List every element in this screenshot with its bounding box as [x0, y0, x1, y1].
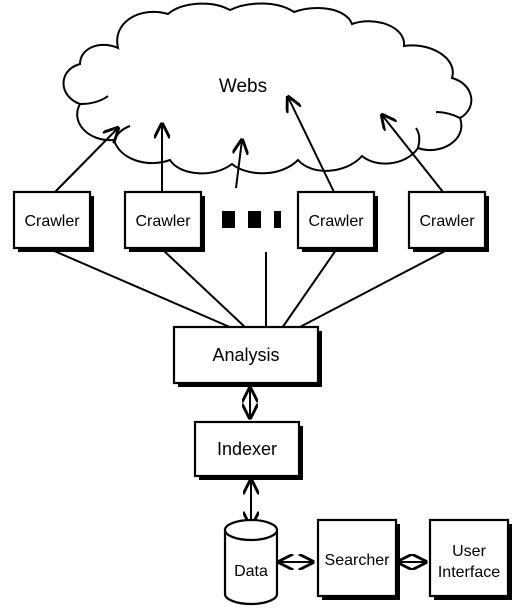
- crawler-label: Crawler: [24, 213, 80, 230]
- crawler-label: Crawler: [419, 213, 475, 230]
- ellipsis-blocks: [222, 211, 281, 228]
- web-cloud-outline: [62, 2, 473, 175]
- ellipsis-arrow: [236, 140, 242, 189]
- web-cloud: Webs: [62, 2, 473, 175]
- crawler-box: Crawler: [296, 190, 378, 252]
- searcher-label: Searcher: [325, 552, 391, 569]
- crawler-3-arrow: [288, 97, 335, 193]
- crawler-to-analysis-lines: [51, 249, 448, 329]
- crawler-4-arrow: [382, 115, 444, 193]
- data-label: Data: [234, 563, 268, 580]
- searcher-box: Searcher: [316, 518, 400, 600]
- crawler-box: Crawler: [407, 190, 489, 252]
- ellipsis-block: [274, 211, 281, 228]
- webs-label: Webs: [219, 76, 267, 97]
- cloud-inner-curve: [415, 127, 421, 149]
- user-interface-label-line-1: User: [452, 543, 486, 560]
- crawler-box: Crawler: [12, 190, 94, 252]
- analysis-label: Analysis: [212, 345, 279, 365]
- connector-line: [281, 249, 337, 329]
- crawler-label: Crawler: [308, 213, 364, 230]
- user-interface-box: User Interface: [428, 518, 512, 600]
- connector-line: [162, 249, 247, 329]
- connector-line: [51, 249, 233, 329]
- crawler-1-arrow: [54, 128, 118, 193]
- ellipsis-block: [222, 211, 235, 228]
- crawler-to-web-arrows: [54, 97, 444, 193]
- indexer-box: Indexer: [193, 420, 303, 480]
- cloud-inner-curve: [435, 111, 461, 119]
- cloud-inner-curve: [79, 95, 109, 105]
- user-interface-label-line-2: Interface: [438, 564, 500, 581]
- cloud-inner-curve: [113, 125, 131, 141]
- analysis-box: Analysis: [172, 325, 322, 387]
- ellipsis-block: [248, 211, 261, 228]
- crawler-label: Crawler: [135, 213, 191, 230]
- data-store-cylinder: Data: [223, 518, 279, 606]
- crawler-box: Crawler: [123, 190, 205, 252]
- connector-line: [297, 249, 448, 329]
- indexer-label: Indexer: [217, 439, 277, 459]
